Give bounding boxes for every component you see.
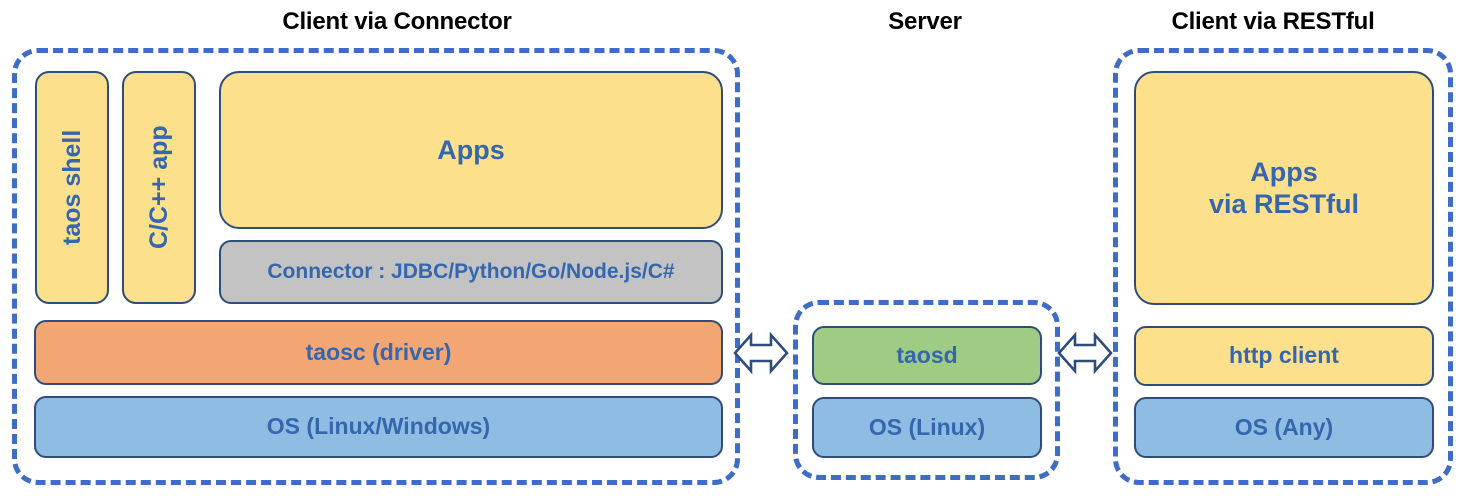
node-connector[interactable]: Connector : JDBC/Python/Go/Node.js/C# (219, 240, 723, 304)
section-title-client-restful: Client via RESTful (1171, 8, 1375, 35)
section-title-client-connector: Client via Connector (282, 8, 512, 35)
node-c-cpp-app[interactable]: C/C++ app (122, 71, 196, 304)
group-client-via-restful (1113, 48, 1453, 485)
double-headed-arrow-icon-right (1057, 327, 1113, 379)
node-taosd[interactable]: taosd (812, 326, 1042, 385)
node-taos-shell[interactable]: taos shell (35, 71, 109, 304)
node-http-client[interactable]: http client (1134, 326, 1434, 386)
node-apps-via-restful[interactable]: Apps via RESTful (1134, 71, 1434, 305)
section-title-server: Server (888, 8, 962, 35)
node-apps[interactable]: Apps (219, 71, 723, 229)
node-apps-via-restful-line1: Apps (1250, 156, 1318, 187)
node-taosc-driver[interactable]: taosc (driver) (34, 320, 723, 385)
node-apps-via-restful-line2: via RESTful (1208, 189, 1360, 219)
node-os-linux[interactable]: OS (Linux) (812, 397, 1042, 458)
group-server (793, 300, 1060, 480)
double-headed-arrow-icon-left (733, 327, 789, 379)
node-os-any[interactable]: OS (Any) (1134, 397, 1434, 458)
node-os-linux-windows[interactable]: OS (Linux/Windows) (34, 396, 723, 458)
group-client-via-connector (12, 48, 740, 485)
